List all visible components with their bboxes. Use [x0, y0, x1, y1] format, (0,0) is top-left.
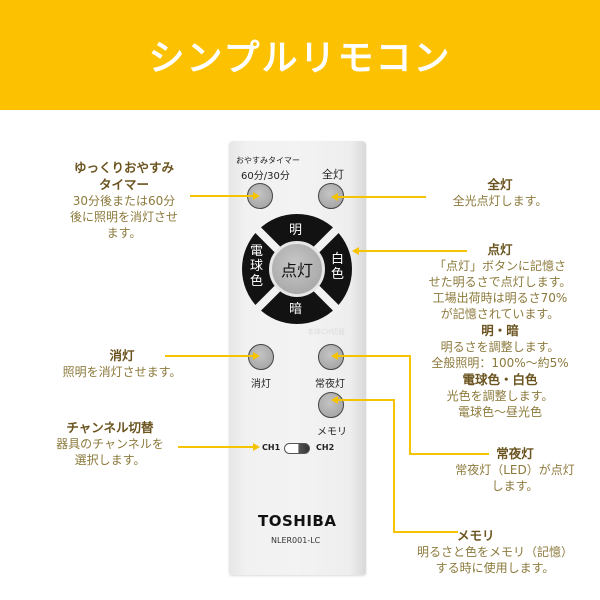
memory-label: メモリ [317, 427, 347, 438]
connector-channel [178, 446, 253, 448]
callout-title: ゆっくりおやすみ タイマー [73, 160, 174, 192]
connector-night-light-v [409, 355, 411, 455]
header-banner: シンプルリモコン [0, 0, 600, 110]
callout-title: 電球色・白色 [462, 372, 538, 387]
light-on-button[interactable]: 点灯 [269, 241, 325, 297]
callout-body: 光色を調整します。 電球色〜昼光色 [446, 389, 554, 419]
callout-title: チャンネル切替 [66, 420, 154, 435]
connector-off [165, 355, 253, 357]
callout-body: 全光点灯します。 [452, 194, 548, 208]
brand-logo: TOSHIBA [258, 512, 337, 530]
connector-full-light [338, 196, 426, 198]
callout-title: 点灯 [487, 242, 513, 257]
memory-button[interactable] [318, 392, 344, 418]
timer-caption: おやすみタイマー [236, 156, 300, 165]
arrow-icon [253, 443, 260, 451]
connector-night-light-h1 [338, 355, 410, 357]
callout-body: 30分後または60分 後に照明を消灯させ ます。 [69, 194, 178, 240]
full-light-label: 全灯 [322, 168, 344, 181]
callout-body: 照明を消灯させます。 [62, 365, 182, 379]
callout-title: 明・暗 [481, 323, 519, 338]
dpad: 明 暗 電 球 色 白 色 点灯 [242, 214, 352, 324]
model-number: NLER001-LC [271, 536, 321, 545]
callout-title: メモリ [457, 528, 495, 543]
light-on-label: 点灯 [280, 261, 313, 280]
connector-timer [190, 195, 253, 197]
callout-body: 器具のチャンネルを 選択します。 [56, 437, 164, 467]
ch1-label: CH1 [262, 443, 281, 452]
night-light-label: 常夜灯 [315, 379, 345, 390]
callout-full-light: 全灯 全光点灯します。 [430, 176, 570, 209]
connector-memory-h2 [393, 531, 458, 533]
warm-color-button[interactable]: 電 球 色 [250, 244, 264, 289]
callout-channel: チャンネル切替 器具のチャンネルを 選択します。 [40, 419, 180, 468]
brighter-button[interactable]: 明 [289, 223, 303, 238]
callout-night-light: 常夜灯 常夜灯（LED）が点灯 します。 [440, 445, 590, 494]
arrow-icon [331, 352, 338, 360]
callout-timer: ゆっくりおやすみ タイマー 30分後または60分 後に照明を消灯させ ます。 [48, 159, 200, 241]
callout-body: 明るさと色をメモリ（記憶） する時に使用します。 [416, 545, 573, 575]
remote-control: おやすみタイマー 60分/30分 全灯 明 暗 電 球 色 白 色 点灯 本体C… [229, 141, 366, 575]
callout-title: 全灯 [487, 177, 513, 192]
arrow-icon [331, 396, 338, 404]
off-button[interactable] [248, 344, 274, 370]
callout-body: 常夜灯（LED）が点灯 します。 [455, 463, 575, 493]
ch2-label: CH2 [316, 443, 335, 452]
connector-memory-v [393, 399, 395, 533]
dimmer-button[interactable]: 暗 [289, 302, 303, 317]
callout-title: 消灯 [109, 348, 135, 363]
arrow-icon [253, 192, 260, 200]
arrow-icon [331, 193, 338, 201]
callout-title: 常夜灯 [496, 446, 534, 461]
white-color-button[interactable]: 白 色 [331, 252, 345, 282]
arrow-icon [253, 352, 260, 360]
callout-memory: メモリ 明るさと色をメモリ（記憶） する時に使用します。 [390, 527, 600, 576]
connector-night-light-h2 [409, 453, 489, 455]
channel-switch[interactable] [284, 443, 310, 454]
callout-off: 消灯 照明を消灯させます。 [52, 347, 192, 380]
callout-body: 明るさを調整します。 全般照明：100%〜約5% [431, 340, 569, 370]
connector-memory-h1 [338, 399, 394, 401]
off-label: 消灯 [251, 379, 271, 390]
timer-label: 60分/30分 [241, 171, 290, 182]
callout-light-on: 点灯 「点灯」ボタンに記憶さ せた明るさで点灯します。 工場出荷時は明るさ70%… [410, 241, 590, 420]
arrow-icon [352, 247, 359, 255]
connector-light-on [359, 250, 467, 252]
embossed-ch-text: 本体CH切替 [307, 328, 346, 336]
callout-body: 「点灯」ボタンに記憶さ せた明るさで点灯します。 工場出荷時は明るさ70% が記… [428, 259, 572, 321]
page-title: シンプルリモコン [148, 38, 452, 79]
